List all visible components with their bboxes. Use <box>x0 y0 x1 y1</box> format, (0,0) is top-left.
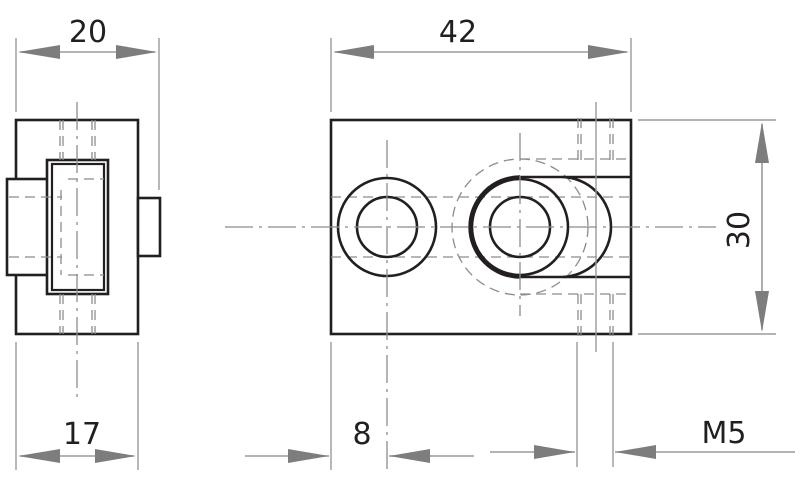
side-left-tab <box>5 177 52 277</box>
arrow-right-icon <box>116 45 157 59</box>
arrow-left-icon <box>18 449 60 463</box>
arrow-right-icon <box>95 449 136 463</box>
dim-front-width: 42 <box>439 15 477 50</box>
arrow-down-icon <box>755 291 769 332</box>
side-view: 20 17 <box>5 15 162 470</box>
dim-hole-offset: 8 <box>352 417 371 452</box>
arrow-up-icon <box>755 122 769 163</box>
front-view: 42 30 <box>225 15 795 470</box>
arrow-right-icon <box>288 449 329 463</box>
dim-side-width-top: 20 <box>69 15 107 50</box>
arrow-left-icon <box>333 45 374 59</box>
arrow-left-icon <box>18 45 60 59</box>
right-hole-outer <box>468 175 521 279</box>
dim-side-width-bottom: 17 <box>63 417 101 452</box>
dim-front-height: 30 <box>722 211 757 249</box>
side-right-tab <box>136 196 162 258</box>
arrow-right-icon <box>588 45 629 59</box>
dim-thread: M5 <box>702 416 747 451</box>
side-slider-inner <box>50 162 106 292</box>
arrow-left-icon <box>615 445 656 459</box>
arrow-right-icon <box>534 445 575 459</box>
slot-outline <box>520 175 631 279</box>
side-slider-outer <box>45 158 110 296</box>
arrow-left-icon <box>389 449 430 463</box>
